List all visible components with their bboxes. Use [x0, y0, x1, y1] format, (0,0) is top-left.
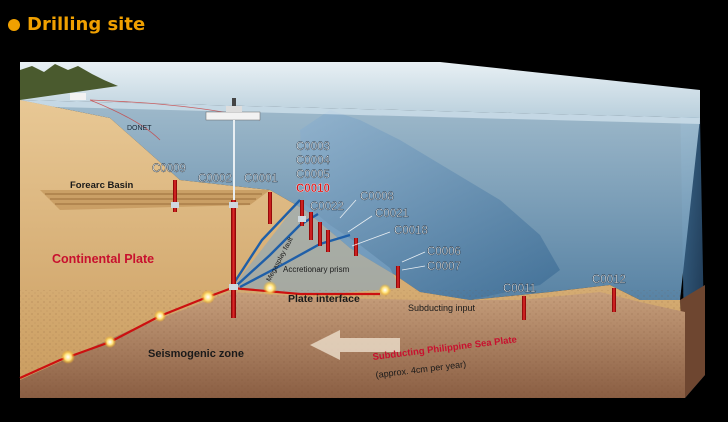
plate-interface-label: Plate interface	[288, 293, 360, 305]
site-c0007: C0007	[427, 261, 461, 273]
page-heading: Drilling site	[8, 14, 145, 35]
site-c0001: C0001	[244, 173, 278, 185]
boreholes	[173, 180, 616, 320]
borehole-c0009	[173, 180, 177, 212]
borehole-c0001	[268, 192, 272, 224]
donet-label: DONET	[127, 125, 152, 132]
continental-plate-label: Continental Plate	[52, 252, 154, 266]
site-labels: C0009 C0002 C0001 C0003 C0004 C0005 C001…	[152, 141, 626, 295]
site-c0009: C0009	[152, 163, 186, 175]
seismogenic-zone-label: Seismogenic zone	[148, 348, 244, 360]
site-c0004: C0004	[296, 155, 330, 167]
borehole-c0008	[354, 238, 358, 256]
forearc-basin-strata	[40, 190, 270, 210]
arrow-left-icon	[310, 330, 400, 360]
borehole-c0012	[612, 288, 616, 312]
forearc-basin-label: Forearc Basin	[70, 180, 134, 191]
block-right-face-lower	[680, 285, 705, 398]
site-c0002: C0002	[198, 173, 232, 185]
borehole-markers	[171, 202, 306, 290]
borehole-c0006	[396, 266, 400, 288]
coastline-mountains	[20, 64, 118, 100]
site-c0003: C0003	[296, 141, 330, 153]
site-c0011: C0011	[503, 283, 536, 295]
subducting-input-label: Subducting input	[408, 303, 476, 313]
site-c0012: C0012	[592, 274, 626, 286]
shore-station	[70, 93, 86, 100]
site-c0018: C0018	[394, 225, 428, 237]
site-c0021: C0021	[375, 208, 409, 220]
borehole-c0010	[300, 200, 304, 226]
site-c0022: C0022	[310, 201, 344, 213]
borehole-c0018	[326, 230, 330, 252]
site-c0005: C0005	[296, 169, 330, 181]
borehole-c0002	[231, 200, 236, 318]
heading-text: Drilling site	[27, 14, 146, 35]
borehole-c0011	[522, 296, 526, 320]
borehole-c0021	[318, 222, 322, 246]
site-c0008: C0008	[360, 191, 394, 203]
site-c0010: C0010	[296, 183, 330, 195]
sky-band	[20, 62, 700, 118]
accretionary-prism-label: Accretionary prism	[283, 265, 350, 274]
sea-surface	[20, 100, 700, 124]
site-leader-lines	[339, 199, 426, 271]
site-c0006: C0006	[427, 246, 461, 258]
orange-dot-icon	[8, 18, 20, 31]
rupture-star-icon-group	[61, 281, 391, 364]
borehole-c0022	[309, 212, 313, 240]
